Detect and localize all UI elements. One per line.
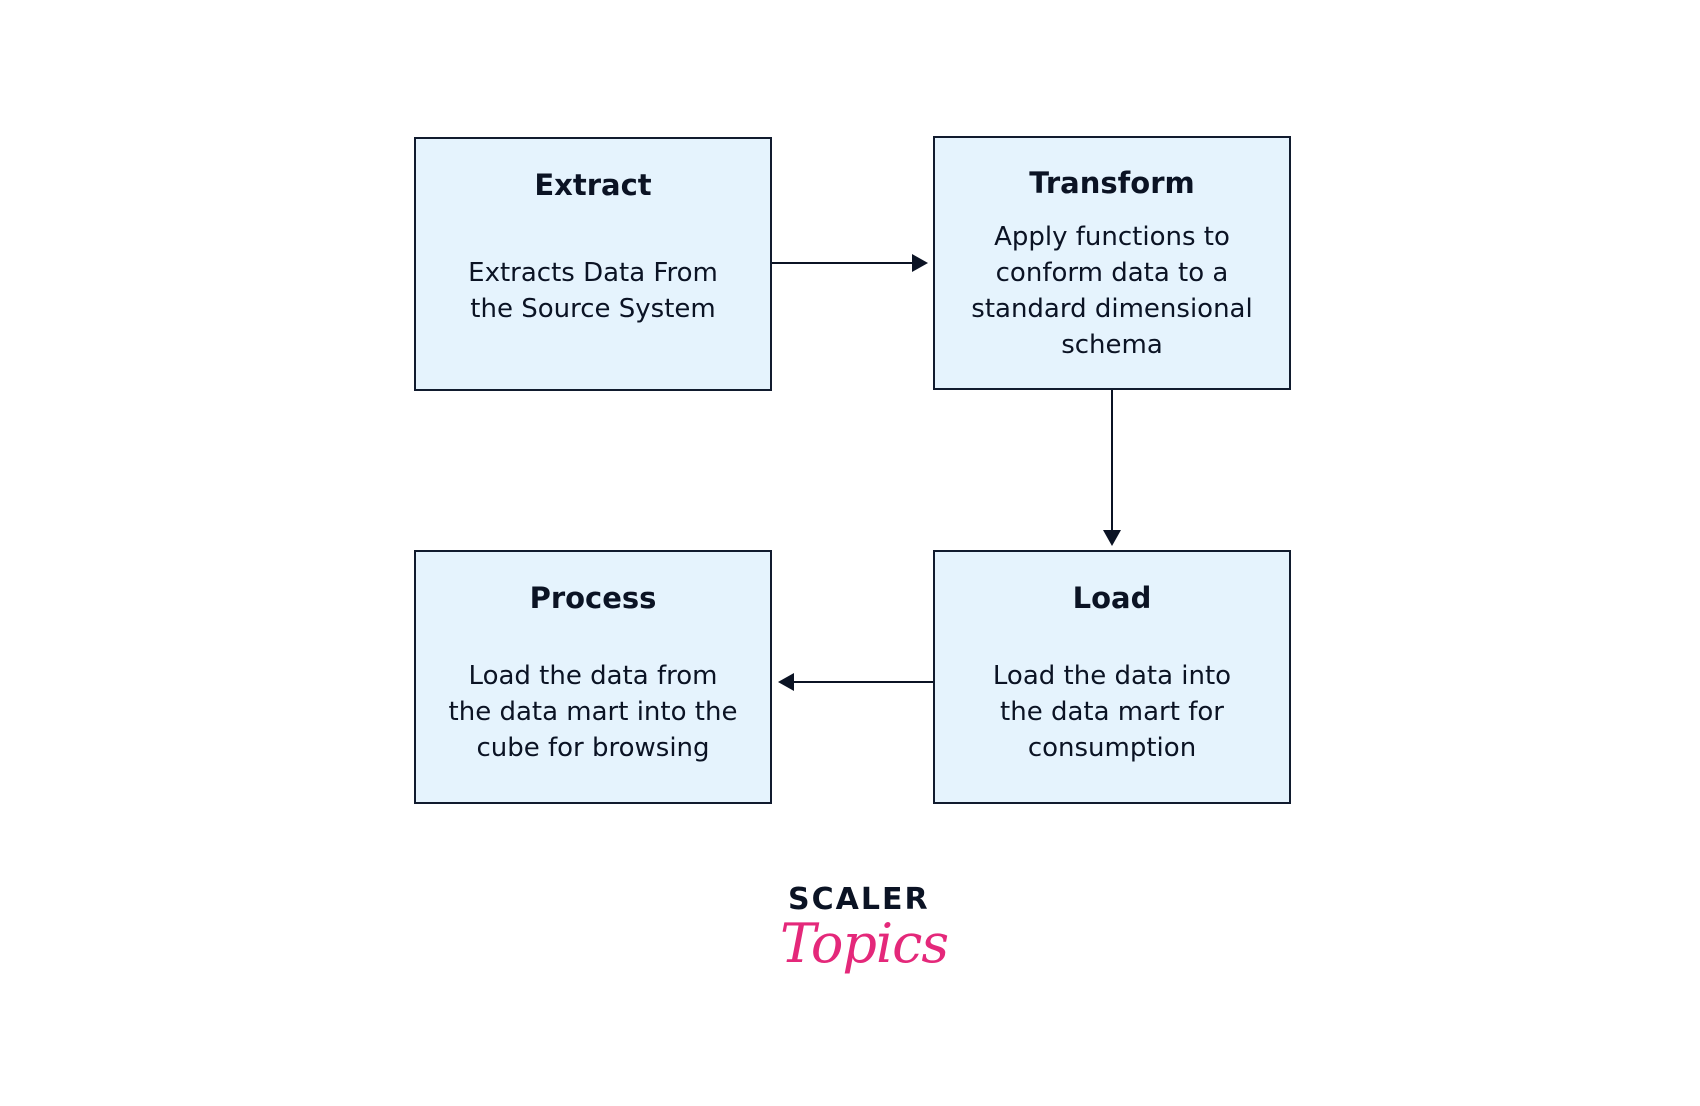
node-transform-line: conform data to a [995,258,1229,288]
node-extract-line: Extracts Data From [468,258,718,288]
node-load-line: the data mart for [1000,697,1224,727]
node-transform-title: Transform [1029,166,1195,200]
node-transform-line: schema [1061,330,1163,360]
node-load-title: Load [1072,581,1152,615]
arrow-transform-to-load [1103,390,1121,546]
node-extract-line: the Source System [470,294,716,324]
scaler-topics-logo: SCALER Topics [770,882,949,1012]
node-transform-line: Apply functions to [994,222,1230,252]
node-load: Load Load the data into the data mart fo… [933,550,1291,804]
node-extract-title: Extract [534,168,652,202]
arrow-extract-to-transform [772,254,928,272]
node-load-line: consumption [1027,733,1197,763]
logo-script: Topics [780,912,949,975]
node-process-line: Load the data from [468,661,718,691]
node-process-description: Load the data from the data mart into th… [434,658,752,766]
node-process-line: the data mart into the [448,697,738,727]
node-transform-description: Apply functions to conform data to a sta… [953,219,1271,363]
logo-wordmark: SCALER [788,882,930,917]
node-transform-line: standard dimensional [971,294,1253,324]
node-extract: Extract Extracts Data From the Source Sy… [414,137,772,391]
node-transform: Transform Apply functions to conform dat… [933,136,1291,390]
node-load-description: Load the data into the data mart for con… [953,658,1271,766]
node-process-line: cube for browsing [476,733,710,763]
node-process: Process Load the data from the data mart… [414,550,772,804]
node-process-title: Process [529,581,657,615]
arrow-load-to-process [778,673,933,691]
node-load-line: Load the data into [992,661,1232,691]
node-extract-description: Extracts Data From the Source System [434,255,752,327]
